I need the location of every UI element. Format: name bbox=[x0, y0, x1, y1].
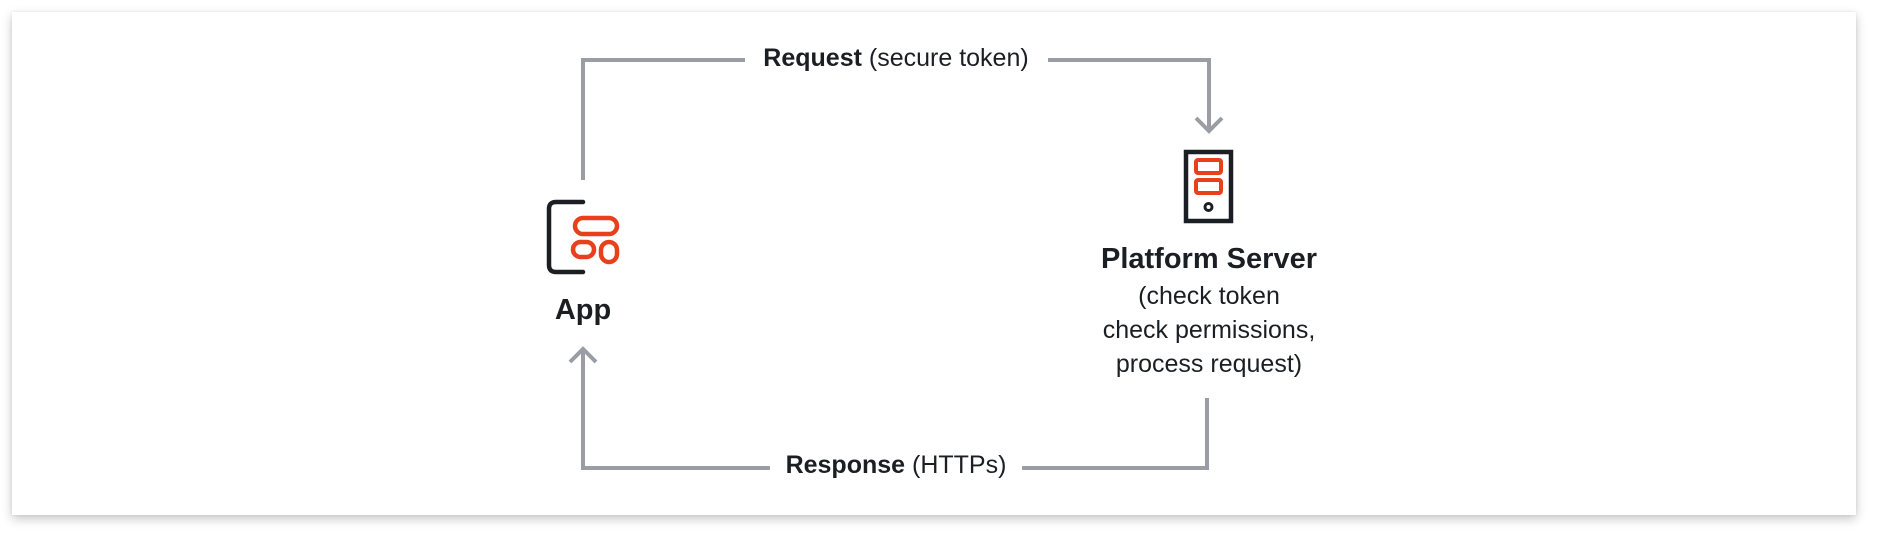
response-arrowhead-icon bbox=[568, 346, 598, 364]
request-arrowhead-icon bbox=[1194, 116, 1224, 134]
server-title: Platform Server bbox=[1101, 243, 1317, 275]
response-arrow-left-segment bbox=[581, 349, 770, 470]
server-detail-line: check permissions, bbox=[1102, 316, 1316, 344]
server-detail-line: process request) bbox=[1115, 350, 1303, 378]
request-arrow-left-segment bbox=[581, 58, 745, 180]
server-icon bbox=[1183, 149, 1234, 224]
response-label: Response (HTTPs) bbox=[786, 451, 1007, 480]
request-label: Request (secure token) bbox=[763, 44, 1028, 73]
app-icon bbox=[546, 199, 620, 275]
server-details: (check token check permissions, process … bbox=[1103, 279, 1316, 381]
server-detail-line: (check token bbox=[1138, 282, 1280, 310]
app-title: App bbox=[554, 294, 612, 326]
diagram-card bbox=[12, 12, 1856, 515]
response-arrow-right-segment bbox=[1022, 398, 1209, 470]
request-label-strong: Request bbox=[763, 44, 862, 72]
response-label-strong: Response bbox=[785, 451, 906, 479]
request-label-detail: (secure token) bbox=[861, 44, 1029, 72]
response-label-detail: (HTTPs) bbox=[905, 451, 1007, 479]
request-arrow-right-segment bbox=[1048, 58, 1211, 130]
